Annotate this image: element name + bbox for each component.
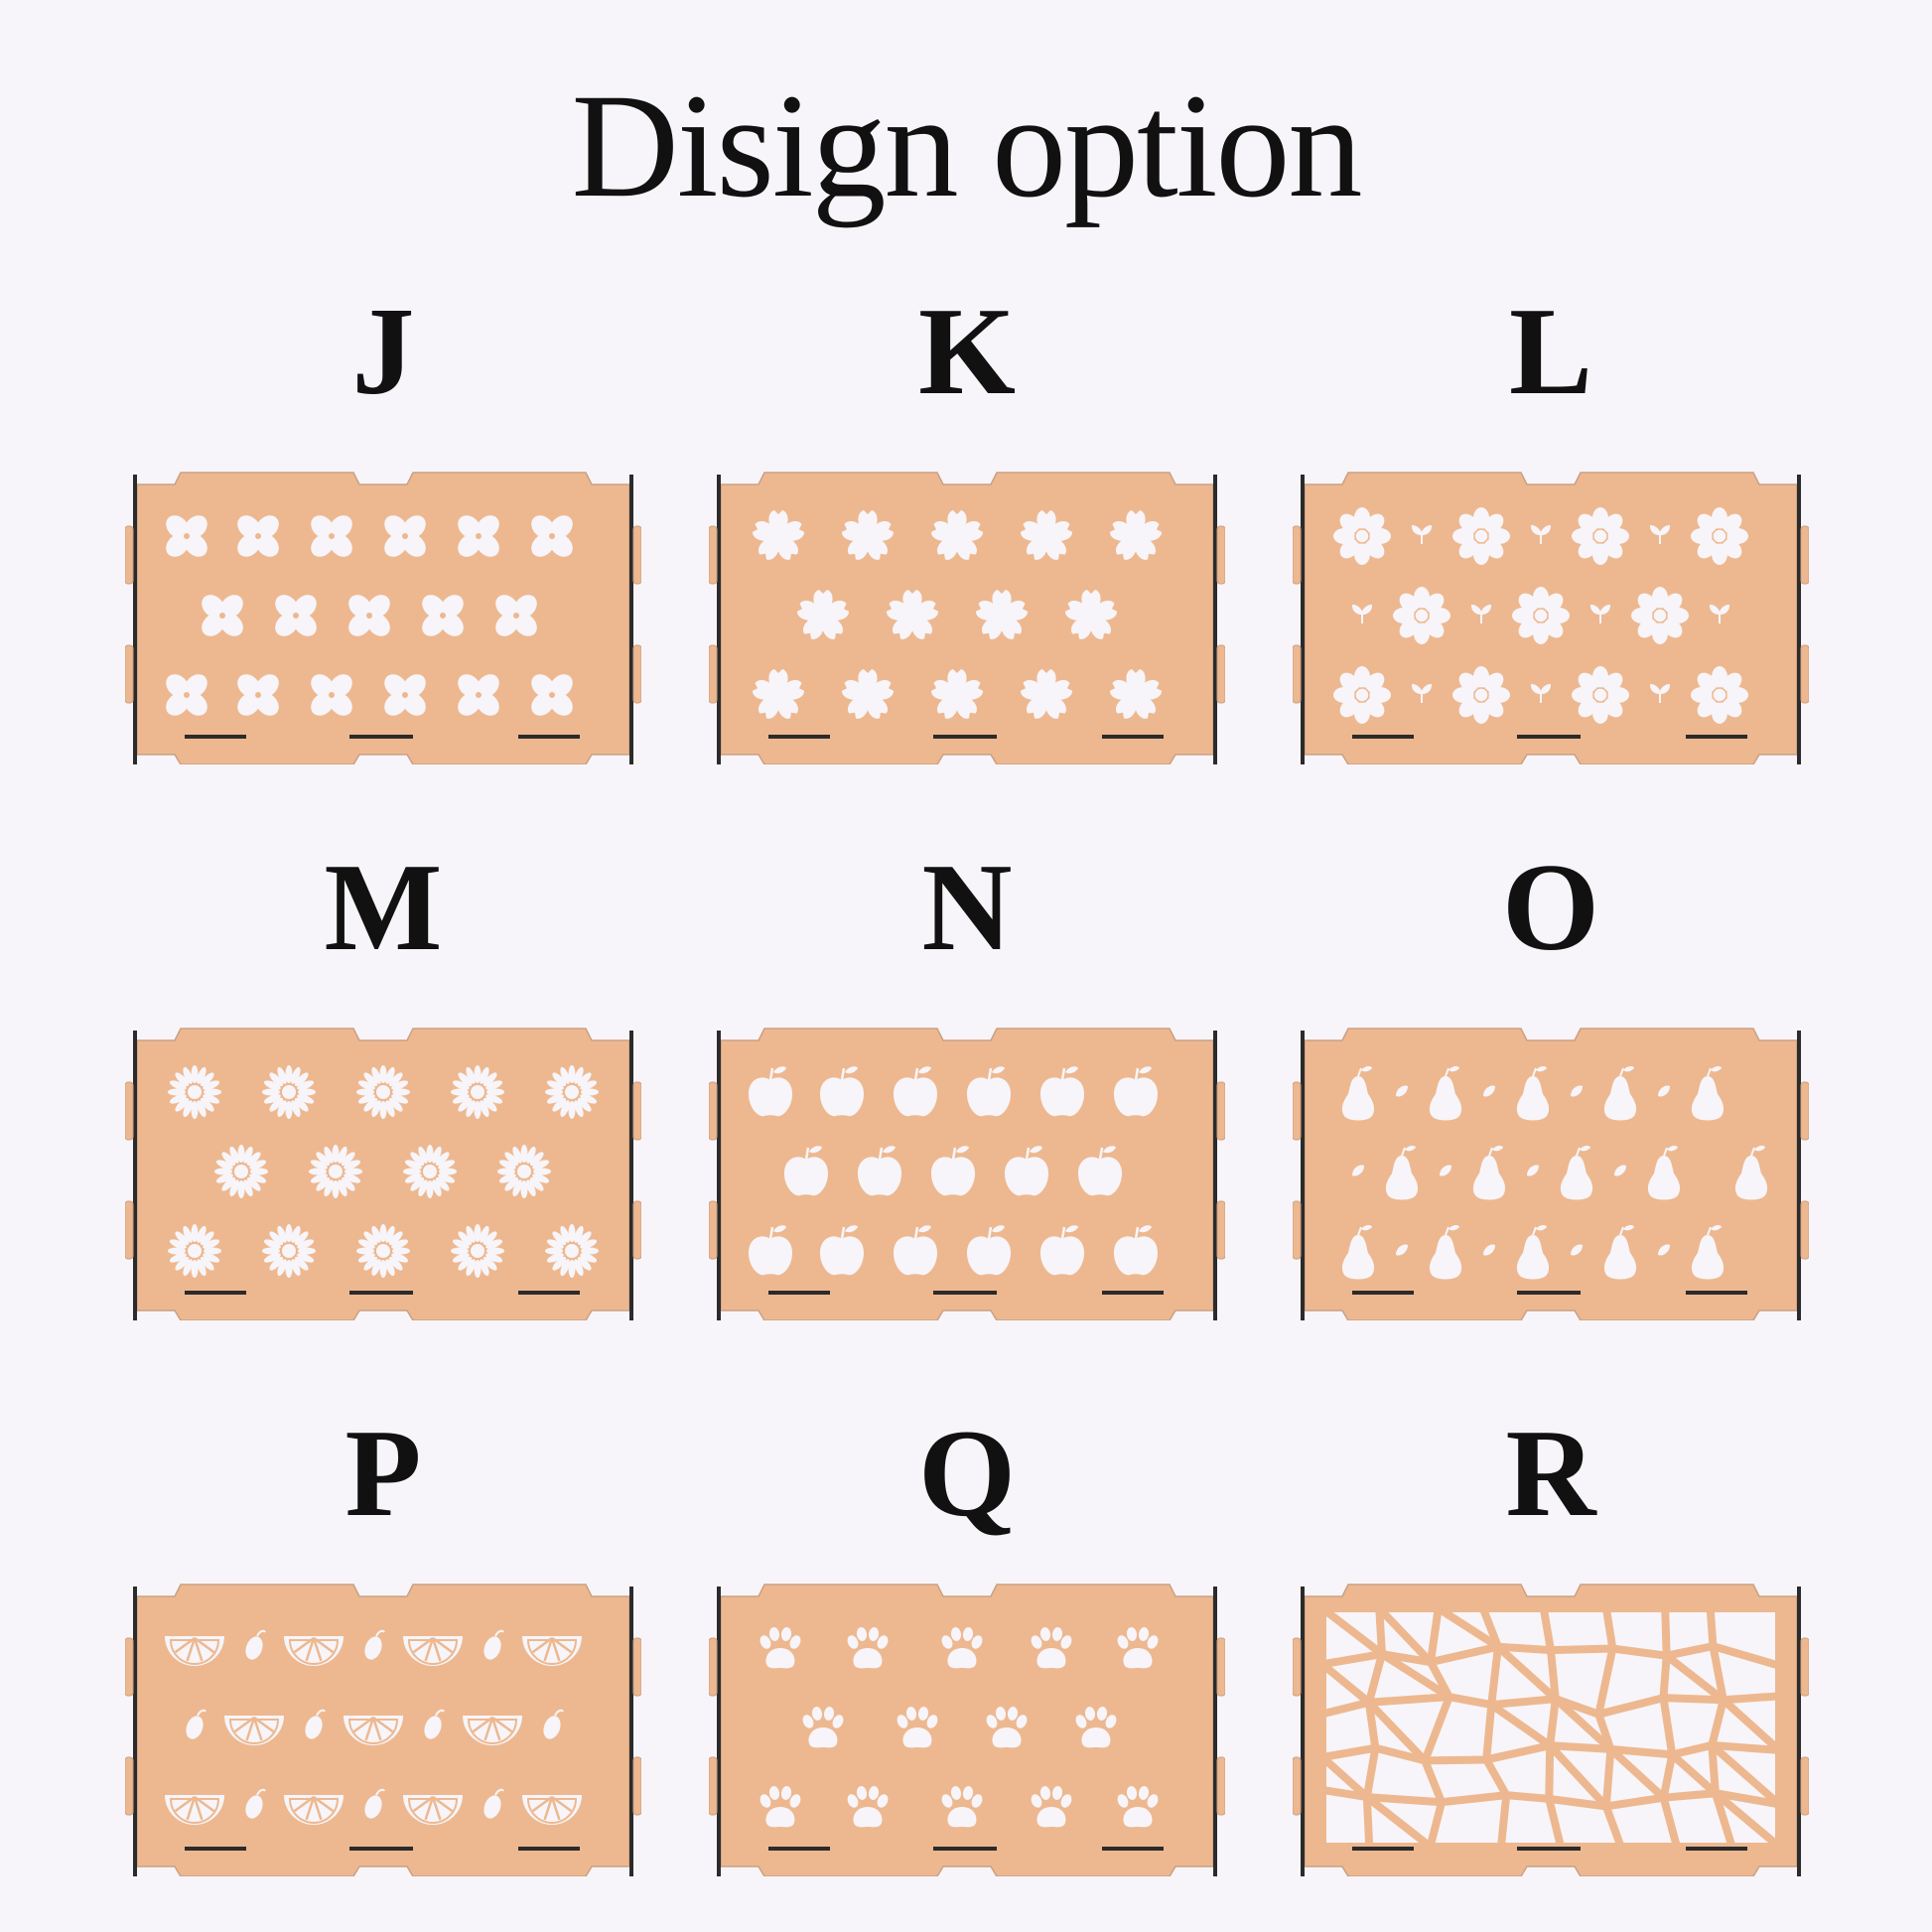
blossom-panel xyxy=(709,467,1225,764)
clover-icon xyxy=(125,472,641,764)
daisy-sprout-panel xyxy=(1293,467,1809,764)
citrus-lemon-icon xyxy=(125,1584,641,1876)
option-letter: R xyxy=(1505,1405,1596,1543)
paw-panel xyxy=(709,1579,1225,1876)
sunflower-icon xyxy=(125,1028,641,1320)
citrus-lemon-panel xyxy=(125,1579,641,1876)
sunflower-panel xyxy=(125,1023,641,1320)
clover-panel xyxy=(125,467,641,764)
apple-icon xyxy=(709,1028,1225,1320)
pear-panel xyxy=(1293,1023,1809,1320)
option-letter: M xyxy=(324,839,443,977)
page-title: Disign option xyxy=(571,64,1363,228)
option-letter: J xyxy=(351,283,415,421)
option-letter: L xyxy=(1508,283,1593,421)
option-letter: Q xyxy=(917,1405,1016,1543)
giraffe-mosaic-icon xyxy=(1293,1584,1809,1876)
apple-panel xyxy=(709,1023,1225,1320)
paw-icon xyxy=(709,1584,1225,1876)
option-letter: O xyxy=(1501,839,1599,977)
daisy-sprout-icon xyxy=(1293,472,1809,764)
blossom-icon xyxy=(709,472,1225,764)
option-letter: P xyxy=(345,1405,422,1543)
option-letter: N xyxy=(921,839,1013,977)
option-letter: K xyxy=(917,283,1016,421)
giraffe-mosaic-panel xyxy=(1293,1579,1809,1876)
pear-icon xyxy=(1293,1028,1809,1320)
